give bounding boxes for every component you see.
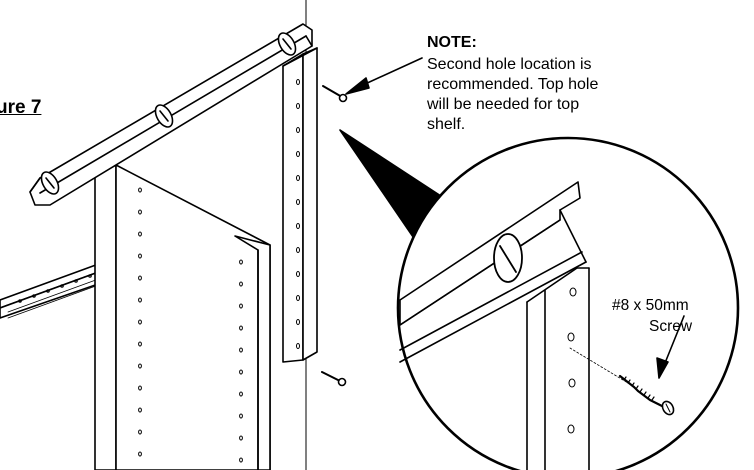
screw-size-label: #8 x 50mm [612, 297, 689, 314]
wall-standard [282, 47, 318, 363]
note-arrow [345, 57, 423, 95]
bottom-screw-icon [321, 371, 347, 387]
note-body: Second hole location is recommended. Top… [427, 55, 598, 135]
note-line-1: Second hole location is [427, 56, 592, 73]
note-line-2: recommended. Top hole [427, 76, 599, 93]
level-tool-icon [29, 23, 313, 206]
note-heading: NOTE: [427, 34, 477, 51]
magnifier-detail-icon [396, 136, 740, 470]
screw-part-label: Screw [649, 318, 693, 335]
note-line-3: will be needed for top [427, 96, 580, 113]
note-line-4: shelf. [427, 116, 466, 133]
top-screw-icon [322, 85, 348, 103]
back-rail [0, 258, 107, 319]
side-panel [94, 164, 271, 470]
figure-label: ure 7 [0, 97, 42, 118]
